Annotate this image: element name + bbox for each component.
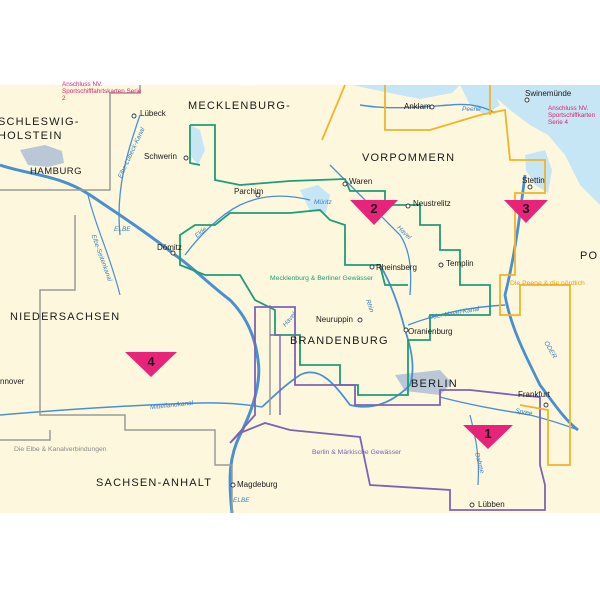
havel-upper [329,164,412,296]
marker-magdeburg [230,482,236,488]
spree-river [439,396,579,431]
note-anschluss-serie-4: Anschluss NV. Sportschiffkarten Serie 4 [548,105,596,127]
label-peene: Peene [462,106,481,113]
chart-1-boundary-inner [270,334,281,415]
label-chart-peene: Die Peene & die nördlich [510,280,585,287]
sea-area [490,85,600,205]
region-polen: PO [580,250,599,262]
dahme-river [469,414,480,486]
marker-anklam [429,104,435,110]
marker-luebben [469,502,475,508]
city-anklam: Anklam [404,102,431,111]
marker-frankfurt [543,402,549,408]
marker-triangle-1 [463,425,513,449]
marker-neustrelitz [405,203,411,209]
map-area[interactable]: Anschluss NV. Sportschifffahrtskarten Se… [0,81,600,514]
map-canvas [0,84,600,514]
marker-swinemuende [524,97,530,103]
marker-stettin [527,184,533,190]
elbe-river [0,163,261,514]
city-luebben: Lübben [478,500,505,509]
chart-2-boundary [179,124,491,396]
chart-1-boundary [229,306,546,511]
note-anschluss-serie-2: Anschluss NV. Sportschifffahrtskarten Se… [62,81,142,103]
city-hannover: nnover [0,377,25,386]
label-elbe-top: ELBE [114,226,131,233]
city-luebeck: Lübeck [140,109,166,118]
region-mecklenburg: MECKLENBURG- [188,100,292,112]
chart-number-3[interactable]: 3 [522,201,530,216]
region-sachsen-anhalt: SACHSEN-ANHALT [96,477,213,489]
hamburg-area [20,145,64,167]
marker-oranienburg [403,327,409,333]
city-schwerin: Schwerin [144,152,177,161]
marker-templin [438,262,444,268]
label-chart-mecklenburg-berliner: Mecklenburg & Berliner Gewässer [270,275,374,282]
marker-parchim [255,192,261,198]
city-neuruppin: Neuruppin [316,315,353,324]
region-schleswig-2: HOLSTEIN [0,130,63,142]
mueritz-lake [300,185,330,213]
label-elbe-bottom: ELBE [233,497,250,504]
marker-rheinsberg [369,264,375,270]
city-stettin: Stettin [522,176,545,185]
city-berlin: BERLIN [411,378,458,390]
chart-markers [125,200,548,449]
marker-triangle-4 [125,352,177,377]
peene-river [359,103,496,114]
city-doemitz: Dömitz [157,243,182,252]
elbe-luebeck-kanal-line [118,114,141,236]
chart-3-boundary [321,84,571,466]
city-waren: Waren [349,177,373,186]
chart-number-2[interactable]: 2 [370,201,378,216]
marker-waren [342,181,348,187]
city-templin: Templin [446,259,474,268]
region-brandenburg: BRANDENBURG [290,335,389,347]
chart-2-boundary-nw [189,125,201,166]
chart-number-4[interactable]: 4 [147,354,155,369]
elbe-seitenkanal-line [87,194,121,296]
chart-4-boundary-bottom [0,430,51,441]
region-schleswig-1: SCHLESWIG- [0,116,80,128]
chart-number-1[interactable]: 1 [484,426,492,441]
region-vorpommern: VORPOMMERN [362,152,456,164]
elde-river [184,195,311,256]
marker-luebeck [131,113,137,119]
label-chart-elbe-kanal: Die Elbe & Kanalverbindungen [14,446,107,453]
schweriner-see [190,125,205,165]
city-frankfurt: Frankfurt [518,390,551,399]
city-oranienburg: Oranienburg [408,327,453,336]
marker-triangle-2 [350,200,398,225]
city-parchim: Parchim [234,187,264,196]
marker-doemitz [170,250,176,256]
city-swinemuende: Swinemünde [525,89,572,98]
city-neustrelitz: Neustrelitz [413,199,451,208]
city-rheinsberg: Rheinsberg [376,263,417,272]
city-markers [131,97,549,508]
coast-water [352,85,460,99]
berlin-area [395,370,452,395]
oder-havel-kanal-line [407,304,506,326]
label-chart-berlin-maerkische: Berlin & Märkische Gewässer [312,449,402,456]
chart-4-boundary-left [39,215,233,513]
oder-river [503,174,579,432]
marker-neuruppin [357,317,363,323]
marker-schwerin [183,155,189,161]
region-niedersachsen: NIEDERSACHSEN [10,311,121,323]
chart-4-boundary-top [0,85,141,191]
label-mueritz: Müritz [314,199,332,206]
mittellandkanal-line [0,402,263,416]
city-hamburg: HAMBURG [30,166,83,177]
city-magdeburg: Magdeburg [237,480,278,489]
marker-triangle-3 [504,200,548,223]
